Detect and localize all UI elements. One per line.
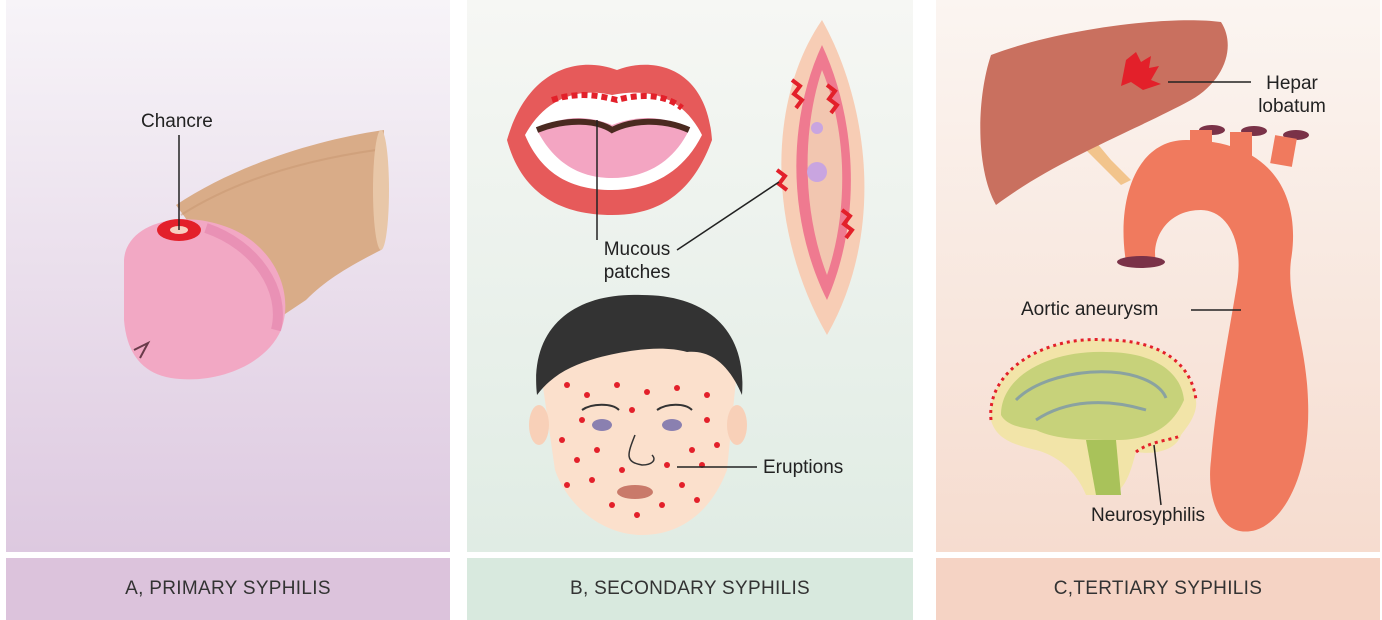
caption-secondary: B, SECONDARY SYPHILIS <box>467 558 913 620</box>
mouth-mucous-patches <box>507 65 712 240</box>
panel-primary-syphilis: Chancre <box>6 0 450 552</box>
primary-lesion-illustration <box>6 0 450 552</box>
hepar-label-line-1: Hepar <box>1252 72 1332 95</box>
eruptions-label: Eruptions <box>763 456 843 479</box>
face-eruptions <box>529 295 757 535</box>
caption-primary: A, PRIMARY SYPHILIS <box>6 558 450 620</box>
aorta-aneurysm <box>1117 125 1309 532</box>
hepar-lobatum-label: Hepar lobatum <box>1252 72 1332 118</box>
neurosyphilis-label: Neurosyphilis <box>1091 504 1205 527</box>
caption-tertiary: C,TERTIARY SYPHILIS <box>936 558 1380 620</box>
chancre-label: Chancre <box>141 110 213 133</box>
aortic-aneurysm-label: Aortic aneurysm <box>1021 298 1158 321</box>
brain-neurosyphilis <box>991 340 1197 505</box>
hepar-label-line-2: lobatum <box>1252 95 1332 118</box>
mucous-patches-line-1: Mucous <box>587 238 687 261</box>
mucous-patches-label: Mucous patches <box>587 238 687 284</box>
panel-secondary-syphilis: Mucous patches Eruptions <box>467 0 913 552</box>
genital-mucous-patches <box>677 20 864 335</box>
panel-tertiary-syphilis: Hepar lobatum Aortic aneurysm Neurosyphi… <box>936 0 1380 552</box>
mucous-patches-line-2: patches <box>587 261 687 284</box>
secondary-lesion-illustration <box>467 0 913 552</box>
